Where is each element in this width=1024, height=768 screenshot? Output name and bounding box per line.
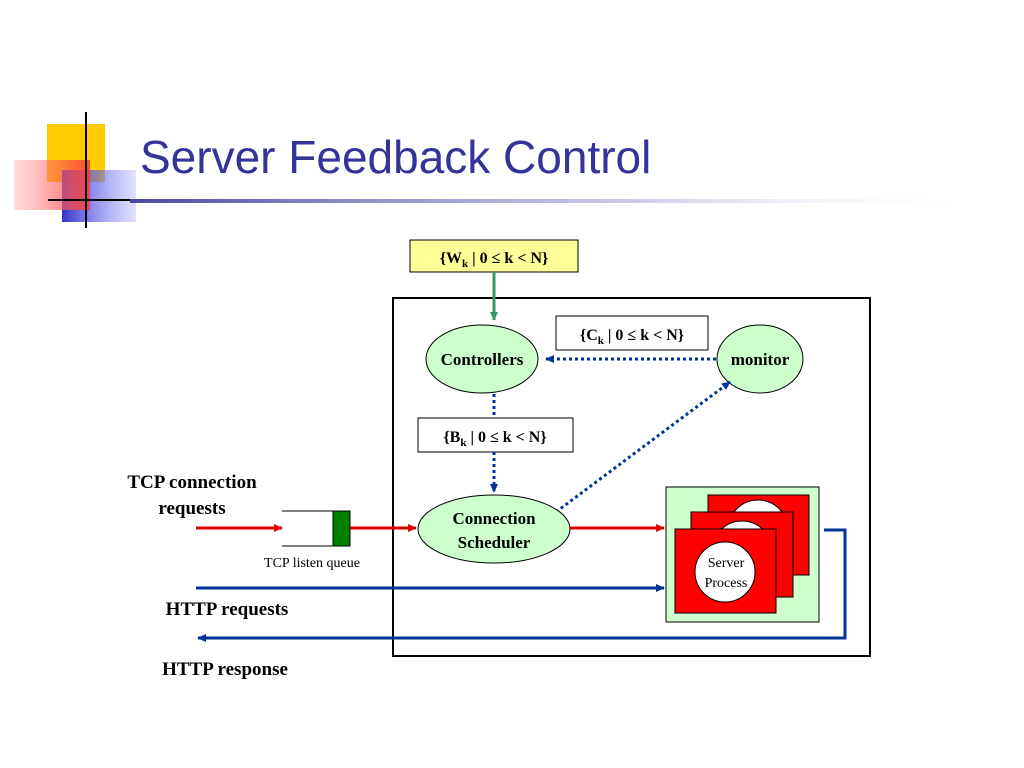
weights-set-box: {Wk | 0 ≤ k < N} — [409, 239, 579, 273]
budget-set-box: {Bk | 0 ≤ k < N} — [417, 417, 574, 453]
tcp-listen-queue — [282, 510, 351, 547]
server-process-front: Server Process — [674, 528, 777, 614]
budget-set-sub: k — [460, 437, 467, 449]
server-label-line2: Process — [705, 576, 748, 591]
server-label-line1: Server — [708, 556, 745, 571]
tcp-listen-queue-label: TCP listen queue — [264, 556, 360, 571]
scheduler-to-monitor-arrow — [555, 380, 731, 514]
server-system-box — [392, 297, 871, 657]
http-response-arrow — [197, 528, 847, 642]
controllers-label: Controllers — [441, 350, 524, 369]
svg-text:{Ck | 0 ≤ k < N}: {Ck | 0 ≤ k < N} — [580, 327, 684, 347]
scheduler-label-line1: Connection — [452, 509, 536, 528]
tcp-connection-label-line2: requests — [158, 498, 225, 519]
budget-set-open: {B — [443, 429, 460, 446]
monitor-node: monitor — [716, 324, 804, 394]
capacity-set-open: {C — [580, 327, 598, 344]
svg-text:{Wk | 0 ≤ k < N}: {Wk | 0 ≤ k < N} — [440, 250, 549, 270]
connection-scheduler-node: Connection Scheduler — [417, 494, 571, 564]
capacity-set-box: {Ck | 0 ≤ k < N} — [555, 315, 709, 351]
budget-set-cond: | 0 ≤ k < N} — [466, 429, 546, 446]
queue-slot — [332, 510, 351, 547]
capacity-set-cond: | 0 ≤ k < N} — [604, 327, 684, 344]
tcp-connection-label-line1: TCP connection — [127, 472, 257, 493]
controllers-node: Controllers — [425, 324, 539, 394]
title-decoration — [14, 112, 980, 228]
title-underline — [130, 199, 980, 203]
monitor-label: monitor — [731, 350, 790, 369]
weights-set-open: {W — [440, 250, 462, 267]
slide-title: Server Feedback Control — [140, 131, 652, 183]
http-requests-label: HTTP requests — [166, 599, 289, 620]
svg-text:{Bk | 0 ≤ k < N}: {Bk | 0 ≤ k < N} — [443, 429, 546, 449]
weights-set-sub: k — [462, 258, 469, 270]
deco-red-square — [14, 160, 90, 210]
capacity-set-sub: k — [598, 335, 605, 347]
weights-set-cond: | 0 ≤ k < N} — [468, 250, 548, 267]
http-response-label: HTTP response — [162, 659, 288, 680]
scheduler-label-line2: Scheduler — [458, 533, 531, 552]
